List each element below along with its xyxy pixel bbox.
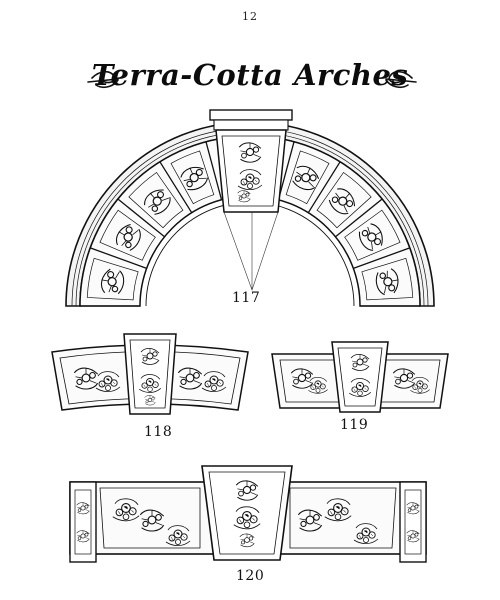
voussoir-panel (128, 171, 184, 229)
arch-117-center-lines (223, 211, 279, 291)
pilaster-right (399, 481, 427, 563)
voussoir-panel (361, 257, 414, 301)
figure-label-120: 120 (236, 568, 265, 584)
keystone-119 (331, 341, 389, 413)
figure-label-117: 117 (232, 290, 261, 306)
voussoir-panel (99, 209, 156, 261)
voussoir-joint (205, 141, 223, 200)
lintel-118 (51, 333, 249, 415)
keystone-118 (123, 333, 177, 415)
figure-label-119: 119 (340, 417, 369, 433)
title-row: Terra-Cotta Arches (0, 58, 500, 98)
pilaster-left (69, 481, 97, 563)
voussoir-panel (86, 257, 139, 301)
arch-117-joints (80, 141, 420, 307)
title-flourishes (87, 70, 417, 88)
lintel-118-inner (59, 351, 241, 405)
voussoir-joint (90, 247, 147, 269)
right-flourish-ornament (385, 70, 417, 88)
voussoir-panel (344, 209, 401, 261)
voussoir-panel (285, 150, 330, 205)
lintel-120 (69, 465, 427, 563)
keystone-120 (201, 465, 293, 561)
voussoir-joint (335, 198, 383, 238)
voussoir-joint (117, 198, 165, 238)
voussoir-joint (353, 247, 410, 269)
arch-117-ornaments (86, 150, 414, 301)
page-title: Terra-Cotta Arches (91, 58, 409, 92)
voussoir-panel (170, 150, 215, 205)
voussoir-panel (316, 171, 372, 229)
page-number: 12 (242, 10, 258, 23)
voussoir-joint (277, 141, 295, 200)
keystone-117 (209, 109, 293, 213)
voussoir-joint (307, 161, 341, 214)
lintel-119 (271, 341, 449, 413)
figure-label-118: 118 (144, 424, 173, 440)
arch-117 (65, 109, 435, 307)
voussoir-joint (159, 161, 193, 214)
left-flourish-ornament (87, 70, 119, 88)
